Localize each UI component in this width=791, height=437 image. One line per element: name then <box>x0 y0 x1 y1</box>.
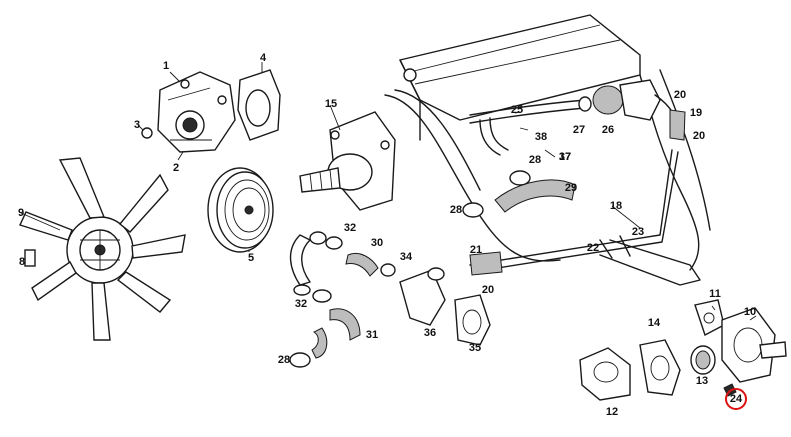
callout-20c: 20 <box>481 284 495 296</box>
water-pump-body <box>157 71 236 153</box>
callout-8: 8 <box>18 256 26 268</box>
callout-26: 26 <box>601 124 615 136</box>
cooling-fan <box>19 157 186 341</box>
hose-29 <box>494 179 576 213</box>
outlet-elbow <box>399 267 491 346</box>
callout-20a: 20 <box>673 89 687 101</box>
clamp-28 <box>462 202 484 218</box>
callout-27: 27 <box>572 124 586 136</box>
clamp-28b <box>509 170 531 186</box>
callout-2: 2 <box>172 162 180 174</box>
callout-30: 30 <box>370 237 384 249</box>
lower-hoses <box>289 231 396 368</box>
callout-10: 10 <box>743 306 757 318</box>
thermostat-cover-assembly <box>579 299 787 401</box>
callout-15: 15 <box>324 98 338 110</box>
fan-clip <box>24 249 36 267</box>
callout-9: 9 <box>17 207 25 219</box>
callout-28b: 28 <box>449 204 463 216</box>
callout-37: 37 <box>558 151 572 163</box>
pulley <box>207 167 274 253</box>
thermostat-housing <box>299 111 396 211</box>
callout-21: 21 <box>469 244 483 256</box>
callout-35: 35 <box>468 342 482 354</box>
callout-38: 38 <box>534 131 548 143</box>
callout-34: 34 <box>399 251 413 263</box>
callout-23: 23 <box>631 226 645 238</box>
callout-20b: 20 <box>692 130 706 142</box>
callout-22: 22 <box>586 242 600 254</box>
leader-lines <box>20 62 757 321</box>
water-pump-gasket <box>237 69 281 141</box>
callout-32b: 32 <box>294 298 308 310</box>
callout-28c: 28 <box>277 354 291 366</box>
callout-17: 17 <box>558 151 572 163</box>
callout-29: 29 <box>564 182 578 194</box>
callout-31: 31 <box>365 329 379 341</box>
callout-32a: 32 <box>343 222 357 234</box>
callout-4: 4 <box>259 52 267 64</box>
callout-11: 11 <box>709 288 721 300</box>
callout-3: 3 <box>133 119 141 131</box>
callout-25: 25 <box>510 104 524 116</box>
coolant-pipe <box>469 149 679 276</box>
highlight-circle-24 <box>725 388 747 410</box>
callout-1: 1 <box>162 60 170 72</box>
callout-19: 19 <box>689 107 703 119</box>
engine-block-outline <box>384 14 711 286</box>
callout-28a: 28 <box>528 154 542 166</box>
callout-12: 12 <box>605 406 619 418</box>
callout-5: 5 <box>247 252 255 264</box>
upper-manifold-pipe <box>469 79 686 156</box>
callout-18: 18 <box>609 200 623 212</box>
callout-14: 14 <box>647 317 661 329</box>
washer <box>141 127 153 139</box>
callout-36: 36 <box>423 327 437 339</box>
callout-13: 13 <box>695 375 709 387</box>
